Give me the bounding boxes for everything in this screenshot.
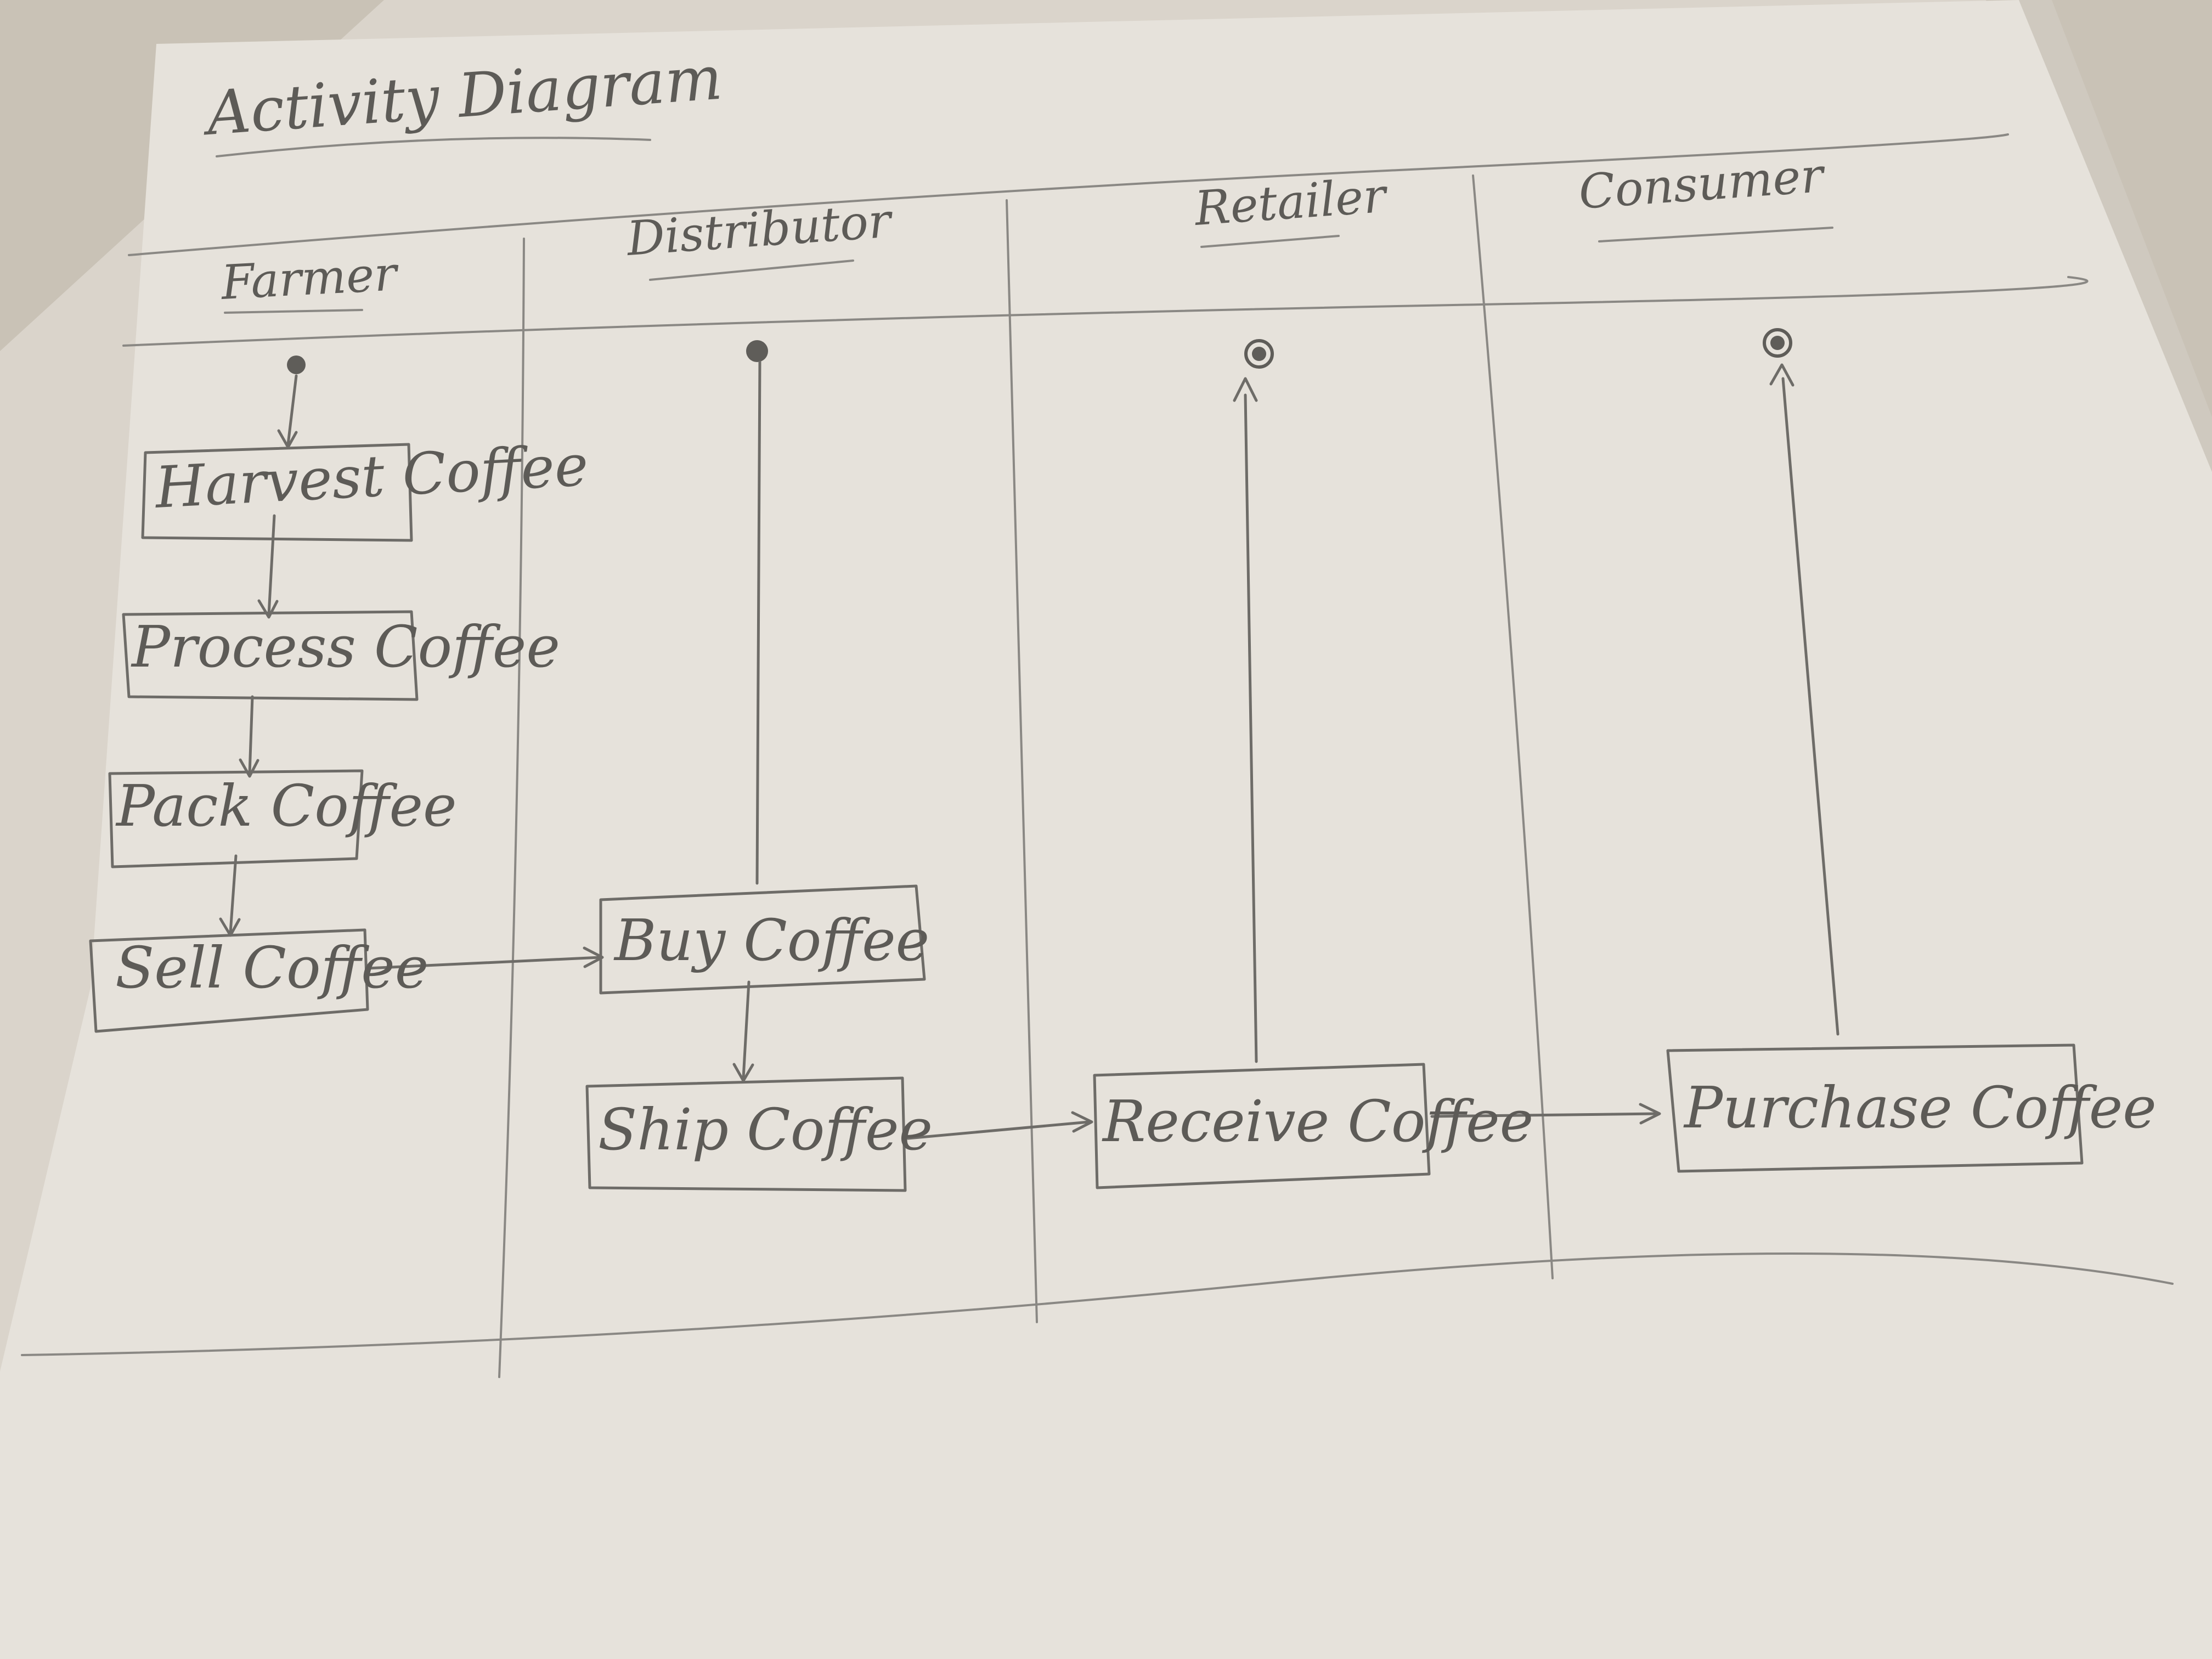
lane-title-retailer: Retailer — [1192, 168, 1390, 237]
lane-header-farmer: Farmer — [219, 246, 400, 314]
arrowhead-ship-to-receive — [1071, 1111, 1093, 1133]
activity-label: Ship Coffee — [598, 1096, 933, 1163]
lane-title-farmer: Farmer — [219, 246, 400, 311]
arrow-receive-to-purchase — [1430, 1112, 1658, 1118]
lane-underline-farmer — [224, 309, 363, 314]
activity-receive: Receive Coffee — [1093, 1063, 1533, 1189]
arrowhead-buy-to-ship — [732, 1063, 754, 1082]
activity-box — [141, 443, 413, 542]
activity-label: Buy Coffee — [613, 907, 929, 974]
lane-underline-retailer — [1200, 235, 1340, 248]
activity-buy: Buy Coffee — [599, 884, 929, 995]
activity-box — [108, 769, 364, 868]
lane-divider-2 — [1006, 199, 1038, 1323]
end-node-retailer — [1244, 339, 1274, 369]
activity-box — [89, 928, 369, 1033]
activity-sell: Sell Coffee — [89, 928, 428, 1033]
activity-ship: Ship Coffee — [585, 1076, 933, 1192]
arrowhead-receive-to-purchase — [1639, 1103, 1661, 1125]
activity-label: Pack Coffee — [115, 772, 457, 839]
arrow-buy-to-ship — [742, 980, 751, 1080]
arrow-process-to-pack — [248, 695, 254, 775]
frame-top-line — [128, 133, 2009, 256]
activity-box — [1666, 1043, 2084, 1173]
activity-label: Receive Coffee — [1102, 1088, 1533, 1155]
activity-pack: Pack Coffee — [108, 769, 457, 868]
activity-purchase: Purchase Coffee — [1666, 1043, 2157, 1173]
arrowhead-process-to-pack — [239, 758, 259, 778]
activity-label: Sell Coffee — [115, 934, 428, 1001]
activity-box — [599, 884, 926, 995]
activity-label: Purchase Coffee — [1683, 1074, 2157, 1141]
paper-shadow — [2019, 0, 2212, 472]
line-start-to-buy — [755, 360, 761, 885]
activity-box — [585, 1076, 907, 1192]
end-node-consumer — [1763, 328, 1792, 358]
line-purchase-to-end — [1781, 377, 1839, 1036]
activity-label: Process Coffee — [131, 613, 560, 680]
lane-divider-1 — [498, 238, 525, 1378]
arrow-ship-to-receive — [906, 1120, 1091, 1140]
frame-header-line — [122, 276, 2089, 347]
line-receive-to-end — [1244, 393, 1258, 1063]
arrowhead-harvest-to-process — [257, 599, 279, 619]
activity-process: Process Coffee — [122, 610, 560, 701]
activity-box — [1093, 1063, 1431, 1189]
activity-box — [122, 610, 419, 701]
arrowhead-purchase-to-end — [1769, 363, 1795, 387]
arrow-harvest-to-process — [267, 514, 276, 616]
arrow-start-to-harvest — [286, 374, 298, 446]
start-node-farmer — [287, 356, 306, 374]
lane-header-retailer: Retailer — [1192, 168, 1390, 248]
frame-bottom-line — [21, 1252, 2174, 1356]
arrowhead-receive-to-end — [1233, 377, 1258, 402]
start-node-distributor — [746, 340, 768, 362]
lane-underline-distributor — [649, 259, 854, 281]
lane-underline-consumer — [1598, 227, 1833, 242]
arrow-sell-to-buy — [366, 956, 602, 970]
lane-divider-3 — [1472, 174, 1554, 1279]
arrow-pack-to-sell — [229, 854, 238, 934]
arrowhead-sell-to-buy — [583, 946, 604, 968]
title-underline — [216, 137, 651, 157]
